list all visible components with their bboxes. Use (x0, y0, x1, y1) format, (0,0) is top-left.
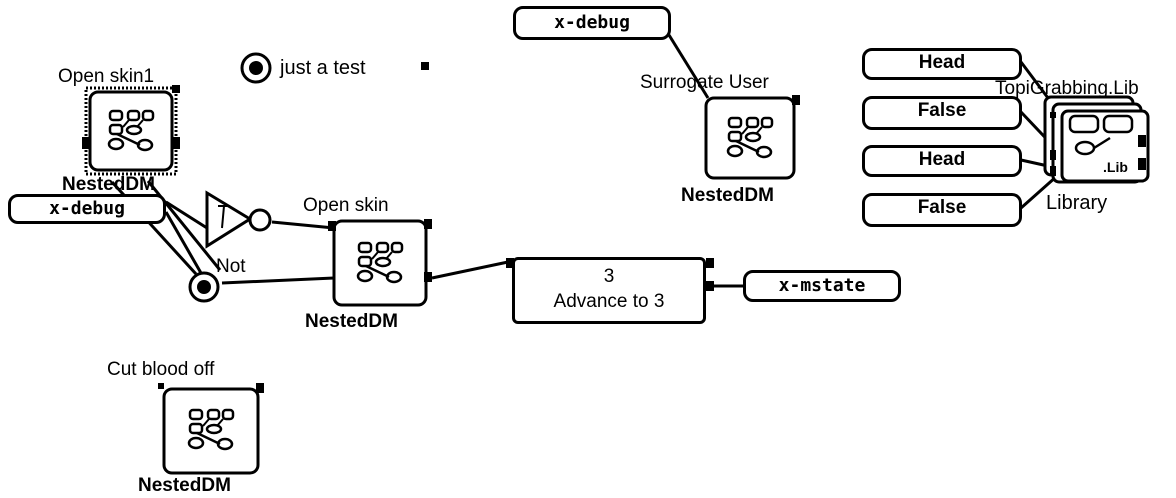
library-input-head-1[interactable]: Head (862, 48, 1022, 80)
library-input-false-1[interactable]: False (862, 96, 1022, 130)
not-gate-label: Not (216, 256, 246, 277)
advance-out-port-top (706, 258, 714, 268)
surrogate-user-node[interactable] (704, 95, 800, 180)
library-icon-text: .Lib (1103, 159, 1128, 175)
open-skin1-title: Open skin1 (58, 66, 155, 87)
just-a-test-radio[interactable] (240, 52, 272, 84)
x-debug-left-variable[interactable]: x-debug (8, 194, 166, 224)
advance-in-port (506, 258, 514, 268)
open-skin1-type: NestedDM (62, 174, 155, 195)
surrogate-user-title: Surrogate User (640, 72, 769, 93)
library-node[interactable] (1043, 95, 1150, 184)
advance-out-port-bottom (706, 281, 714, 291)
advance-to-3-node[interactable]: 3 Advance to 3 (512, 257, 706, 324)
open-skin1-node[interactable] (82, 85, 180, 176)
open-skin-title: Open skin (303, 195, 389, 216)
advance-label: Advance to 3 (553, 291, 665, 312)
surrogate-user-type: NestedDM (681, 185, 774, 206)
library-title: TopiGrabbing.Lib (995, 78, 1139, 99)
not-gate[interactable] (205, 190, 272, 249)
advance-value: 3 (603, 266, 615, 287)
open-skin-node[interactable] (328, 219, 432, 307)
x-mstate-variable[interactable]: x-mstate (743, 270, 901, 302)
open-skin-type: NestedDM (305, 311, 398, 332)
x-debug-top-variable[interactable]: x-debug (513, 6, 671, 40)
library-input-false-2[interactable]: False (862, 193, 1022, 227)
library-type: Library (1046, 192, 1108, 214)
cut-blood-off-node[interactable] (158, 383, 264, 475)
just-a-test-label: just a test (280, 57, 366, 79)
selected-radio-node[interactable] (188, 271, 220, 303)
library-input-head-2[interactable]: Head (862, 145, 1022, 177)
cut-blood-off-title: Cut blood off (107, 359, 215, 380)
cut-blood-off-type: NestedDM (138, 475, 231, 496)
just-a-test-port (421, 62, 429, 70)
